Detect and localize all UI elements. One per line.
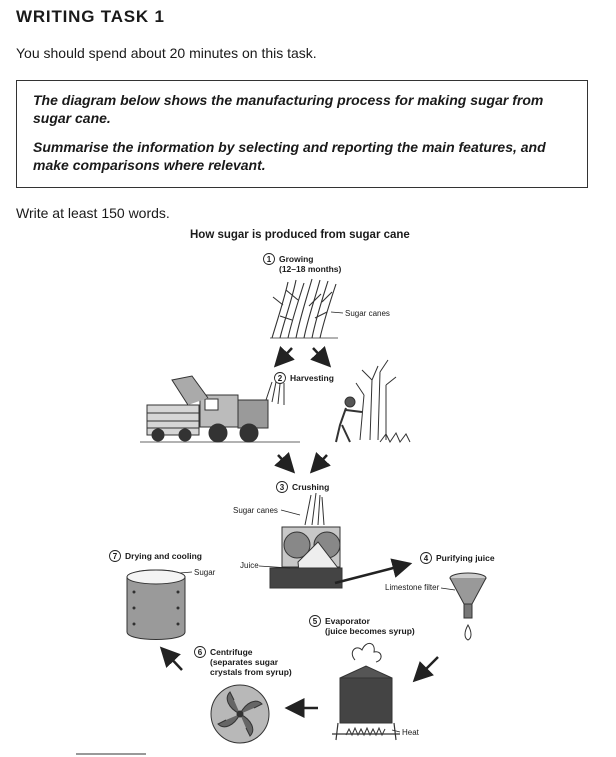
- arrow-growing-to-machine: [273, 346, 295, 368]
- svg-text:(separates sugar: (separates sugar: [210, 657, 279, 667]
- diagram-title: How sugar is produced from sugar cane: [190, 229, 410, 241]
- step-purifying-juice: 4 Purifying juice: [420, 552, 495, 564]
- svg-text:Drying and cooling: Drying and cooling: [125, 551, 202, 561]
- svg-text:6: 6: [198, 648, 203, 657]
- task-instruction: Summarise the information by selecting a…: [33, 139, 546, 173]
- label-sugar-canes-growing: Sugar canes: [330, 309, 390, 318]
- label-sugar-canes-crushing: Sugar canes: [233, 506, 301, 516]
- label-limestone-filter: Limestone filter: [385, 583, 456, 592]
- step-number: 1: [267, 255, 272, 264]
- label-juice: Juice: [240, 561, 291, 570]
- drying-drum-illustration: [126, 569, 186, 640]
- word-limit: Write at least 150 words.: [16, 205, 170, 221]
- arrow-machine-to-crushing: [274, 452, 296, 474]
- svg-text:Harvesting: Harvesting: [290, 373, 334, 383]
- svg-text:Sugar: Sugar: [194, 568, 216, 577]
- time-instruction: You should spend about 20 minutes on thi…: [16, 45, 317, 61]
- crushing-machine-illustration: [269, 492, 343, 589]
- step-centrifuge: 6 Centrifuge (separates sugar crystals f…: [194, 646, 292, 677]
- step-growing: 1 Growing (12–18 months): [263, 253, 342, 274]
- svg-text:7: 7: [113, 552, 118, 561]
- svg-text:Sugar canes: Sugar canes: [233, 506, 278, 515]
- step-name: Growing: [279, 254, 313, 264]
- svg-text:Crushing: Crushing: [292, 482, 329, 492]
- harvester-machine-illustration: [140, 375, 300, 443]
- task-prompt-box: The diagram below shows the manufacturin…: [16, 80, 588, 188]
- step-detail: (12–18 months): [279, 264, 342, 274]
- svg-text:Evaporator: Evaporator: [325, 616, 371, 626]
- svg-text:3: 3: [280, 483, 285, 492]
- evaporator-illustration: [332, 643, 400, 741]
- svg-text:Limestone filter: Limestone filter: [385, 583, 440, 592]
- manual-harvesting-illustration: [335, 359, 411, 443]
- svg-text:Centrifuge: Centrifuge: [210, 647, 253, 657]
- arrow-crushing-to-purifying: [334, 558, 413, 585]
- svg-text:Juice: Juice: [240, 561, 259, 570]
- sugar-cane-field-illustration: [270, 278, 338, 339]
- label-heat: Heat: [391, 728, 420, 737]
- task-description: The diagram below shows the manufacturin…: [33, 92, 544, 126]
- task-title: WRITING TASK 1: [16, 7, 165, 26]
- svg-text:crystals from syrup): crystals from syrup): [210, 667, 292, 677]
- svg-text:4: 4: [424, 554, 429, 563]
- step-crushing: 3 Crushing: [276, 481, 329, 493]
- svg-text:(juice becomes syrup): (juice becomes syrup): [325, 626, 415, 636]
- arrow-growing-to-manual: [310, 346, 332, 368]
- arrow-manual-to-crushing: [309, 452, 331, 474]
- arrow-purifying-to-evaporator: [412, 656, 439, 683]
- label-sugar: Sugar: [179, 568, 216, 577]
- svg-text:Sugar canes: Sugar canes: [345, 309, 390, 318]
- svg-text:Heat: Heat: [402, 728, 420, 737]
- svg-text:5: 5: [313, 617, 318, 626]
- svg-text:Purifying juice: Purifying juice: [436, 553, 495, 563]
- limestone-filter-illustration: [449, 572, 487, 641]
- centrifuge-illustration: [210, 684, 270, 744]
- step-evaporator: 5 Evaporator (juice becomes syrup): [309, 615, 415, 636]
- arrow-centrifuge-to-drying: [159, 646, 183, 671]
- step-drying-and-cooling: 7 Drying and cooling: [109, 550, 202, 562]
- svg-text:2: 2: [278, 374, 283, 383]
- step-harvesting: 2 Harvesting: [274, 372, 334, 384]
